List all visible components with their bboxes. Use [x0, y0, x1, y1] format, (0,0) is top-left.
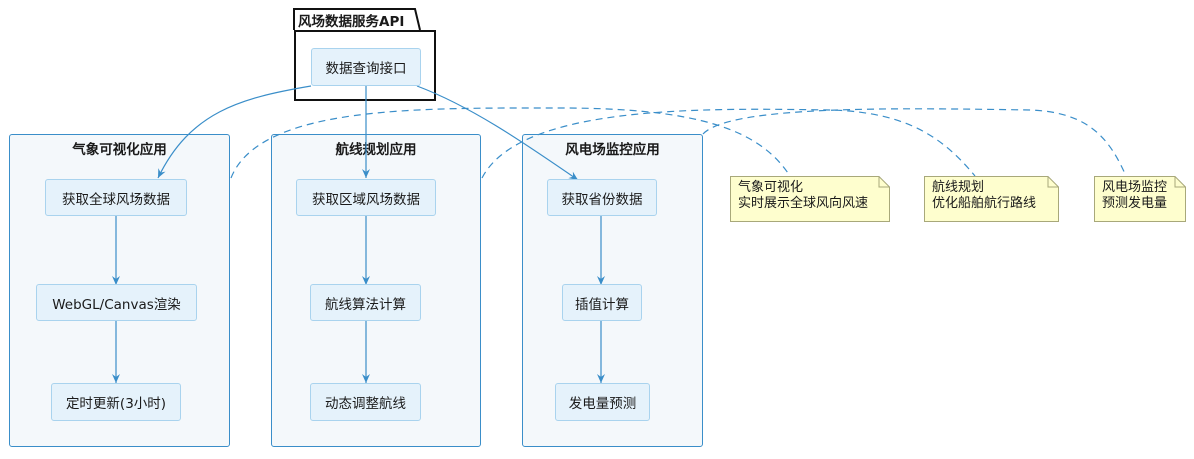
group-route-title: 航线规划应用: [335, 142, 417, 158]
note-farm-line-2: 预测发电量: [1102, 196, 1168, 211]
edge-api-to-weather: [157, 85, 312, 179]
node-farm-step-3: 发电量预测: [555, 383, 650, 421]
note-route: 航线规划 优化船舶航行路线: [924, 176, 1059, 222]
note-route-line-2: 优化船舶航行路线: [932, 196, 1037, 211]
node-weather-step-2: WebGL/Canvas渲染: [36, 284, 197, 321]
note-route-line-1: 航线规划: [932, 180, 985, 195]
note-farm: 风电场监控 预测发电量: [1094, 176, 1186, 222]
note-weather-line-2: 实时展示全球风向风速: [738, 196, 869, 211]
edge-api-to-farm: [416, 85, 579, 181]
note-link-farm: [702, 108, 1127, 177]
note-link-route: [481, 108, 976, 179]
note-weather-line-1: 气象可视化: [738, 180, 804, 195]
group-weather-title: 气象可视化应用: [72, 142, 167, 158]
note-weather: 气象可视化 实时展示全球风向风速: [730, 176, 890, 222]
note-farm-shape: [1094, 176, 1186, 222]
note-weather-shape: [730, 176, 890, 222]
note-farm-line-1: 风电场监控: [1102, 180, 1168, 195]
node-data-query-api: 数据查询接口: [311, 48, 421, 86]
group-farm-title: 风电场监控应用: [565, 142, 660, 158]
package-title: 风场数据服务API: [298, 14, 405, 30]
note-route-shape: [924, 176, 1059, 222]
node-weather-step-1: 获取全球风场数据: [45, 179, 187, 216]
node-farm-step-2: 插值计算: [562, 284, 642, 321]
package-tab: [293, 8, 421, 30]
note-link-weather: [230, 107, 791, 179]
node-farm-step-1: 获取省份数据: [547, 179, 657, 216]
node-weather-step-3: 定时更新(3小时): [51, 383, 181, 421]
node-route-step-2: 航线算法计算: [310, 284, 421, 321]
node-route-step-1: 获取区域风场数据: [296, 179, 436, 216]
node-route-step-3: 动态调整航线: [310, 383, 421, 421]
